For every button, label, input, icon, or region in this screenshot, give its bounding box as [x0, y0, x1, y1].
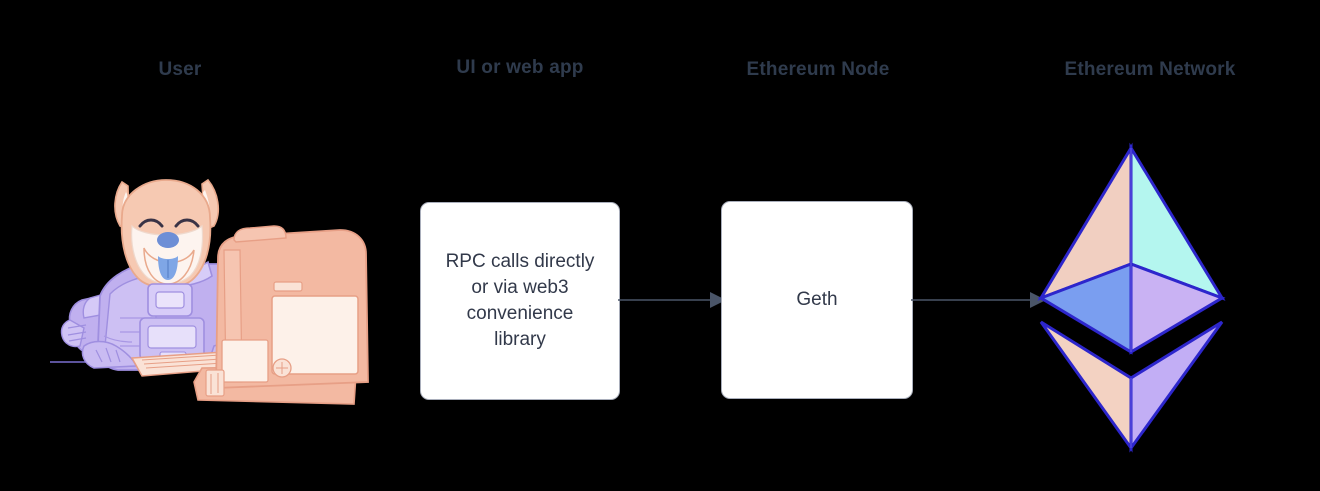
mascot-right-eye: [174, 218, 200, 228]
column-heading-ui-or-web-app: UI or web app: [456, 57, 584, 78]
mascot-head: [114, 178, 220, 289]
process-box-rpc-calls-label: RPC calls directly or via web3 convenien…: [445, 250, 595, 351]
column-heading-ethereum-node: Ethereum Node: [746, 59, 890, 80]
column-heading-ethereum-network: Ethereum Network: [1064, 59, 1236, 80]
process-box-rpc-calls[interactable]: RPC calls directly or via web3 convenien…: [420, 202, 620, 400]
process-box-geth-label: Geth: [796, 288, 838, 310]
ethereum-diamond-logo: [1037, 142, 1226, 453]
mascot-computer: [193, 225, 369, 405]
mascot-nose: [157, 232, 179, 248]
mascot-left-eye: [138, 218, 164, 228]
process-box-geth[interactable]: Geth: [721, 201, 913, 399]
arrow-geth-to-ethereum-network: [911, 292, 1046, 308]
arrow-rpc-to-geth: [618, 292, 726, 308]
shiba-inu-astronaut-illustration: [50, 178, 369, 405]
column-heading-user: User: [158, 59, 202, 80]
